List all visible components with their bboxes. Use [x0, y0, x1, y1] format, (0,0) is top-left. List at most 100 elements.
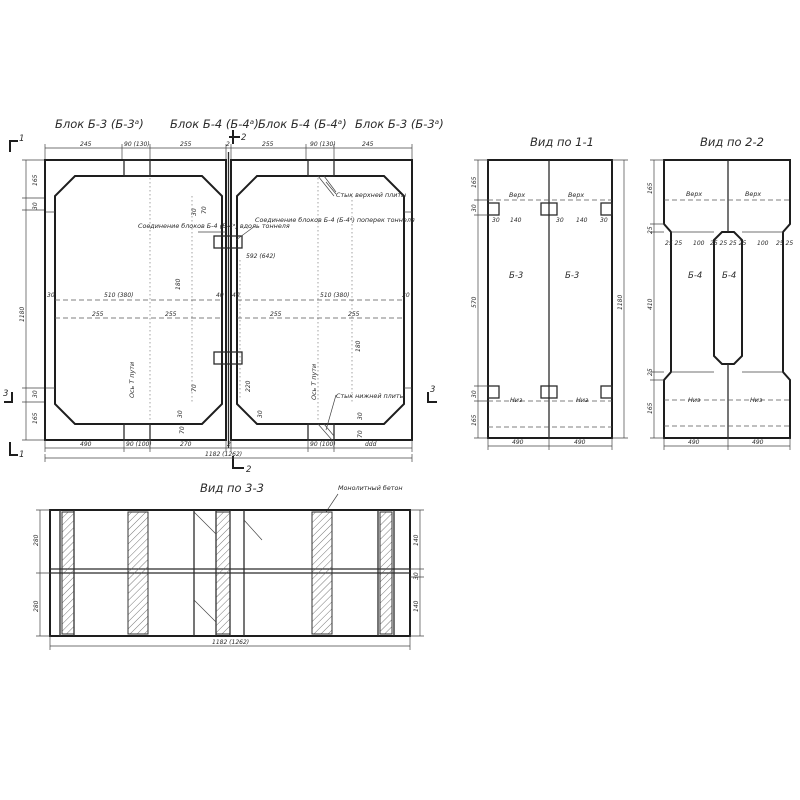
- axis-label-left: Ось Т пути: [128, 362, 136, 398]
- note-lower-plate: Стык нижней плиты: [336, 392, 405, 400]
- view1-dim-165b: 165: [471, 414, 478, 426]
- view3-dim-ticks-right: [410, 509, 424, 637]
- view3-concrete-3: [215, 511, 231, 635]
- section-mark-2-top: [229, 130, 240, 144]
- note-connection-along: Соединение блоков Б-4 (Б-4ᵃ) вдоль тонне…: [138, 222, 290, 230]
- dim-mid-255-2: 255: [165, 311, 177, 318]
- dim-left-165-bottom: 165: [32, 412, 39, 424]
- view1-dim-570: 570: [471, 296, 478, 308]
- section-label-1-top: 1: [19, 134, 24, 144]
- view1-insert-br: [600, 385, 613, 399]
- dim-left-30-top: 30: [32, 202, 39, 210]
- dim-h-180: 180: [175, 278, 182, 290]
- dim-top-245-left: 245: [80, 141, 92, 148]
- dim-70-c: 70: [179, 426, 186, 434]
- section-mark-3-right: [427, 392, 437, 403]
- view1-insert-bl: [487, 385, 500, 399]
- dim-bottom-90-left: 90 (100): [126, 441, 152, 448]
- upper-plate-joint-right: [307, 159, 335, 177]
- view2-bottom-left: Низ: [688, 396, 701, 404]
- view2-dim-25: 25: [647, 226, 654, 234]
- title-view-3-3: Вид по 3-3: [200, 481, 264, 495]
- dim-top-245-right: 245: [362, 141, 374, 148]
- view2-dim-165: 165: [647, 182, 654, 194]
- view1-bottom-right: Низ: [576, 396, 589, 404]
- view3-concrete-1: [61, 511, 75, 635]
- section-label-3-right: 3: [430, 385, 435, 395]
- dim-220: 220: [245, 380, 252, 392]
- view1-dim-ticks-bottom: [487, 438, 613, 450]
- section-mark-3-left: [4, 392, 13, 403]
- title-block-b3-right: Блок Б-3 (Б-3ᵃ): [355, 117, 444, 131]
- view1-dim-490-right: 490: [574, 439, 586, 446]
- dim-ticks-top: [44, 144, 413, 160]
- view2-outline: [663, 159, 791, 439]
- view1-insert-tr: [600, 202, 613, 216]
- title-view-1-1: Вид по 1-1: [530, 135, 594, 149]
- dim-ticks-left: [22, 159, 46, 441]
- dim-70-d: 70: [357, 430, 364, 438]
- view2-dim-r2: 100: [693, 240, 705, 247]
- view1-outline: [487, 159, 613, 439]
- dim-592: 592 (642): [246, 253, 276, 260]
- opening-right: [236, 175, 405, 425]
- opening-side-ticks: [46, 211, 412, 389]
- title-block-b3-left: Блок Б-3 (Б-3ᵃ): [55, 117, 144, 131]
- view2-dim-165b: 165: [647, 402, 654, 414]
- dim-top-90-left: 90 (130): [124, 141, 150, 148]
- dim-510-left: 510 (380): [104, 292, 134, 299]
- joint-hatch-upper: [317, 175, 337, 197]
- view2-dim-r3: 25 25 25 25: [710, 240, 746, 247]
- dim-40-right: 40: [232, 292, 240, 299]
- view1-top-left: Верх: [509, 191, 525, 199]
- note-leaders: [198, 181, 337, 431]
- dim-side-30-right: 30: [402, 292, 410, 299]
- view1-insert-tl: [487, 202, 500, 216]
- view1-block-b3-right: Б-3: [565, 271, 579, 281]
- view2-dim-r4: 100: [757, 240, 769, 247]
- view3-dim-overall: 1182 (1262): [212, 639, 249, 646]
- view1-dim-490-left: 490: [512, 439, 524, 446]
- axis-label-right: Ось Т пути: [310, 364, 318, 400]
- view2-block-b4-right: Б-4: [722, 271, 736, 281]
- section-mark-2-bottom: [232, 456, 244, 469]
- view2-dim-25b: 25: [647, 368, 654, 376]
- view2-inner-opening: [713, 231, 743, 365]
- view-3-3: Вид по 3-3 Монолитный бетон 280 280 140 …: [33, 481, 424, 650]
- view2-dim-490-right: 490: [752, 439, 764, 446]
- view2-dim-410: 410: [647, 298, 654, 310]
- view3-dim-280-bottom: 280: [33, 600, 40, 612]
- view1-top-right: Верх: [568, 191, 584, 199]
- view3-misc-hatch: [193, 511, 263, 623]
- view1-dim-165: 165: [471, 176, 478, 188]
- view1-dim-140-right: 140: [576, 217, 588, 224]
- dim-left-1180: 1180: [19, 307, 26, 322]
- dim-30-c: 30: [357, 412, 364, 420]
- dim-mid-255-3: 255: [270, 311, 282, 318]
- dim-70-a: 70: [201, 206, 208, 214]
- dim-overall: 1182 (1262): [205, 451, 242, 458]
- view2-top-right: Верх: [745, 190, 761, 198]
- dim-bottom-270: 270: [180, 441, 192, 448]
- section-label-1-bottom: 1: [19, 450, 24, 460]
- view2-level-lines: [671, 231, 783, 373]
- view1-insert-tc: [540, 202, 558, 216]
- title-block-b4-left: Блок Б-4 (Б-4ᵃ): [170, 117, 259, 131]
- view3-concrete-5: [379, 511, 393, 635]
- dim-30-a: 30: [191, 208, 198, 216]
- view3-concrete-2: [127, 511, 149, 635]
- view1-dim-30-mid: 30: [556, 217, 564, 224]
- view-2-2: Вид по 2-2 Верх Верх Б-4 Б-4 Низ Низ 25 …: [647, 135, 793, 450]
- view3-dim-280-top: 280: [33, 534, 40, 546]
- view2-dim-ticks-bottom: [663, 438, 791, 450]
- upper-plate-joint-left: [123, 159, 151, 177]
- dim-510-right: 510 (380): [320, 292, 350, 299]
- view-1-1: Вид по 1-1 Верх Верх Б-3 Б-3 Низ Низ 30 …: [471, 135, 628, 450]
- joint-hatch-lower: [317, 423, 335, 441]
- view2-bottom-right: Низ: [750, 396, 763, 404]
- section-label-3-left: 3: [3, 389, 8, 399]
- view1-dim-1180: 1180: [617, 295, 624, 310]
- opening-left: [54, 175, 223, 425]
- view2-dim-r5: 25 25: [776, 240, 793, 247]
